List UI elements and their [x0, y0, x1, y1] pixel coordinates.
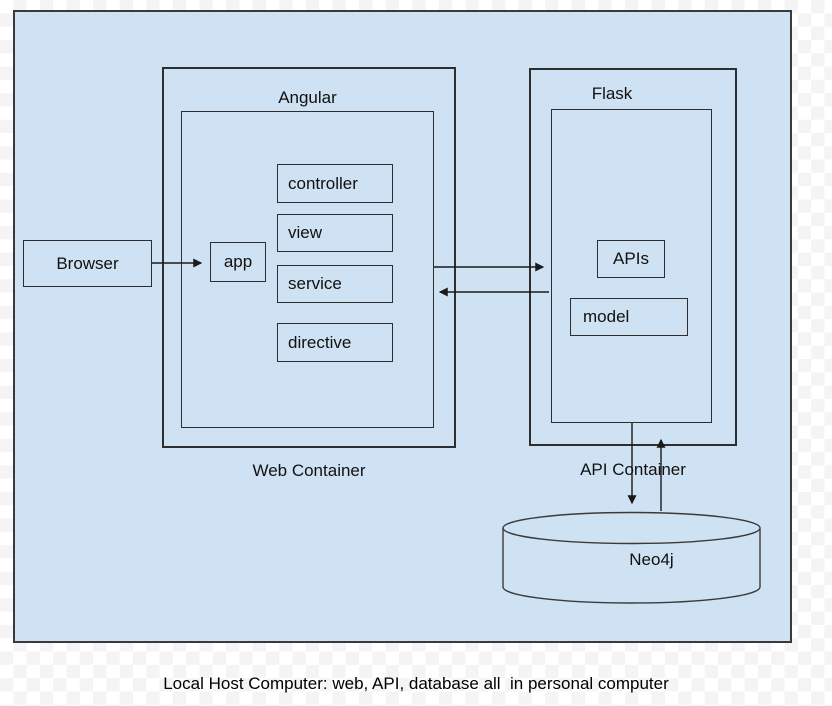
neo4j-label: Neo4j [629, 550, 674, 569]
browser-box: Browser [23, 240, 152, 287]
browser-label: Browser [56, 253, 119, 273]
apis-label: APIs [613, 249, 649, 268]
api-container-label: API Container [580, 460, 686, 479]
directive-box: directive [277, 323, 393, 362]
view-box: view [277, 214, 393, 252]
apis-box: APIs [597, 240, 665, 278]
controller-box: controller [277, 164, 393, 203]
api-container-box [529, 68, 737, 446]
view-label: view [288, 223, 323, 242]
flask-box [551, 109, 712, 423]
controller-label: controller [288, 173, 358, 193]
diagram-caption: Local Host Computer: web, API, database … [163, 674, 669, 693]
app-box: app [210, 242, 266, 282]
web-container-box [162, 67, 456, 448]
angular-box [181, 111, 434, 428]
model-box: model [570, 298, 688, 336]
service-label: service [288, 274, 342, 293]
model-label: model [583, 307, 630, 326]
app-label: app [223, 252, 253, 271]
angular-label: Angular [278, 88, 337, 107]
flask-label: Flask [591, 84, 633, 103]
directive-label: directive [288, 332, 352, 352]
web-container-label: Web Container [252, 461, 366, 480]
service-box: service [277, 265, 393, 303]
